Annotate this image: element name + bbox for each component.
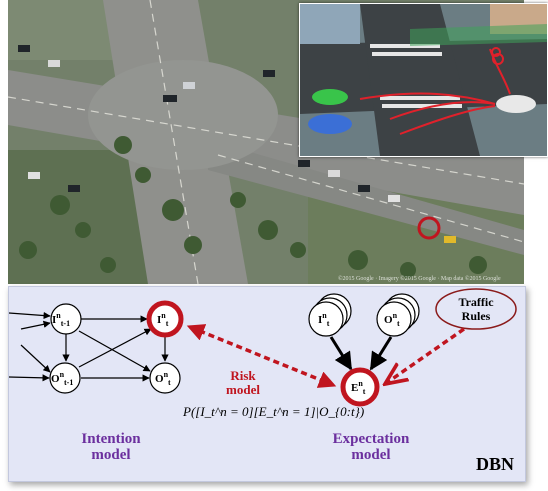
node-i-t-highlighted: Int: [146, 300, 184, 338]
intention-edges: [9, 311, 169, 382]
map-watermark: ©2015 Google · Imagery ©2015 Google · Ma…: [338, 275, 501, 282]
edge-i-to-e: [329, 336, 353, 371]
dbn-diagram: Int-1 Int Ont-1 Ont: [9, 288, 517, 474]
node-i-t-label: Int: [157, 311, 169, 328]
risk-equation: P([I_t^n = 0][E_t^n = 1]|O_{0:t}): [182, 404, 364, 419]
expectation-model-line2: model: [351, 447, 390, 463]
node-stack-i-t: Int: [308, 293, 352, 337]
risk-model-line2: model: [226, 382, 260, 397]
simulation-inset: [299, 3, 548, 157]
node-e-t-highlighted: Ent: [340, 367, 380, 407]
highlight-circle: [417, 216, 441, 240]
traffic-rules-line2: Rules: [462, 309, 491, 323]
node-stack-o-t: Ont: [376, 293, 420, 337]
node-o-t: Ont: [149, 362, 181, 394]
edge-risk-model: [186, 324, 337, 388]
expectation-model-line1: Expectation: [333, 431, 410, 447]
risk-model-line1: Risk: [230, 368, 256, 383]
node-e-t-label: Ent: [351, 379, 366, 396]
edge-traffic-rules-to-e: [385, 327, 465, 384]
traffic-rules-line1: Traffic: [458, 295, 494, 309]
dbn-label: DBN: [476, 454, 514, 474]
edge-o-to-e: [369, 336, 393, 371]
node-o-t-label: Ont: [155, 370, 171, 387]
node-stack-o-t-label: Ont: [384, 311, 400, 328]
node-o-t-minus-1: Ont-1: [49, 362, 81, 394]
node-i-t-minus-1-label: Int-1: [52, 311, 70, 328]
simulation-graphic: [300, 4, 547, 156]
node-o-t-minus-1-label: Ont-1: [51, 370, 73, 387]
node-stack-i-t-label: Int: [318, 311, 330, 328]
intention-model-line1: Intention: [81, 431, 141, 447]
traffic-rules-node: Traffic Rules: [435, 288, 517, 330]
dbn-diagram-panel: Int-1 Int Ont-1 Ont: [8, 286, 526, 482]
intention-model-line2: model: [91, 447, 130, 463]
node-i-t-minus-1: Int-1: [50, 303, 82, 335]
